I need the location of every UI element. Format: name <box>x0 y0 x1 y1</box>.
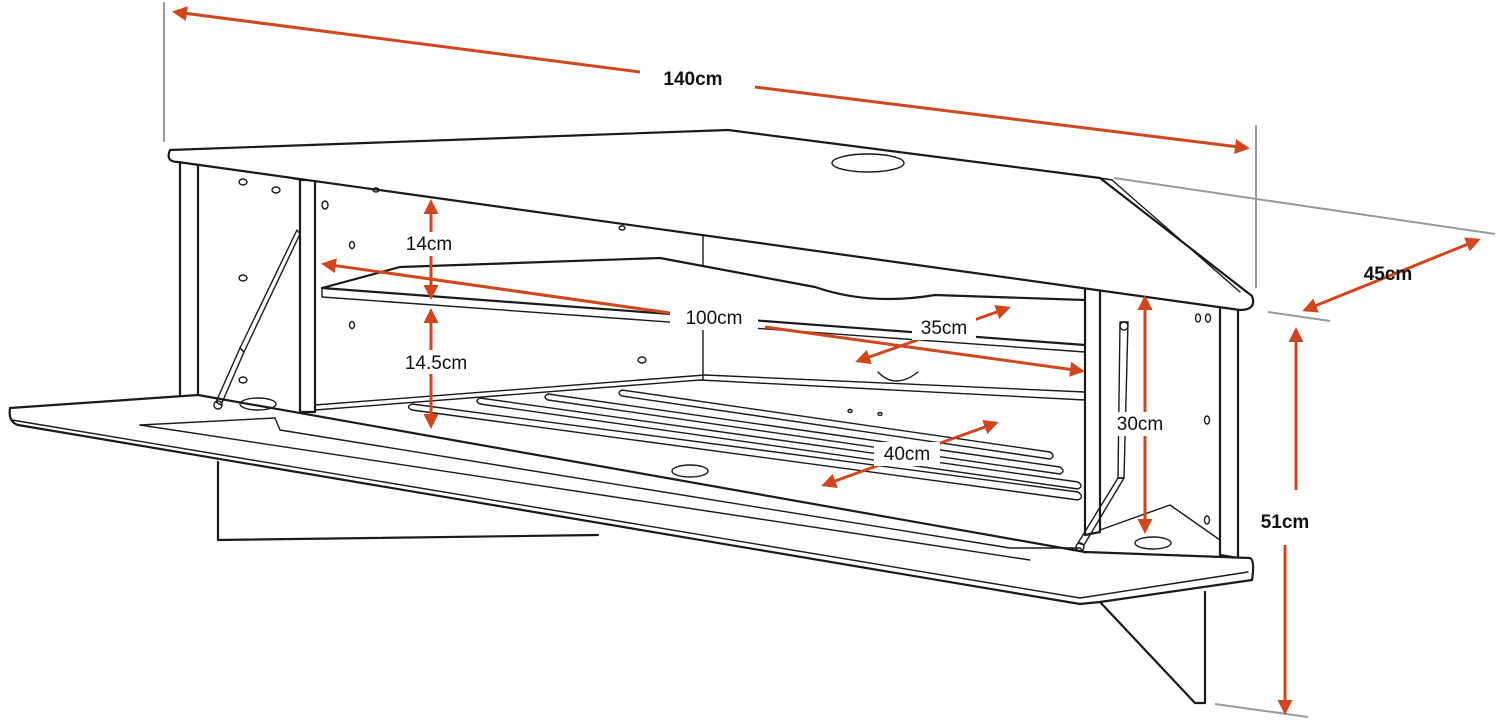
door-inner-recess-2 <box>139 424 1031 561</box>
door-inner-recess <box>139 417 1086 554</box>
dim-140cm-arrow-right <box>754 85 1250 154</box>
label-base-depth: 40cm <box>884 444 930 465</box>
door-grommet-left <box>239 397 277 411</box>
label-depth: 45cm <box>1364 264 1413 285</box>
dimension-arrows <box>172 6 1481 715</box>
door-grommet-middle <box>671 464 709 478</box>
right-inner-panel <box>1083 283 1102 537</box>
vent-slots <box>407 389 1083 501</box>
dimension-labels: 140cm 45cm 51cm 100cm 14cm 14.5cm 35cm 4… <box>395 69 1412 533</box>
door-grommet-right <box>1134 536 1172 550</box>
extension-lines <box>163 2 1496 718</box>
label-overall-height: 51cm <box>1261 512 1310 533</box>
door-edge-1 <box>11 419 1249 599</box>
shelf-cutout-back <box>877 371 919 382</box>
dim-100cm-arrow-left <box>321 258 671 315</box>
back-panel-bottom-right <box>704 374 1086 393</box>
dim-140cm-arrow-left <box>172 6 641 74</box>
right-gas-strut <box>1075 321 1129 552</box>
left-wall-bracket <box>216 460 600 542</box>
label-upper-gap: 14cm <box>406 234 452 255</box>
cabinet-drawing <box>8 128 1255 705</box>
top-front-edge <box>177 161 1241 311</box>
label-overall-width: 140cm <box>663 69 722 90</box>
right-wall-bracket <box>1098 590 1207 705</box>
left-gas-strut <box>213 229 301 410</box>
left-inner-panel <box>298 178 317 414</box>
label-shelf-width: 100cm <box>685 308 742 329</box>
label-lower-gap: 14.5cm <box>405 353 467 374</box>
screw-holes <box>238 178 1212 525</box>
label-inner-height: 30cm <box>1117 414 1163 435</box>
right-side-panel <box>1218 303 1240 560</box>
middle-shelf-front <box>321 287 1086 353</box>
dim-45cm-arrow <box>1302 237 1481 313</box>
top-cable-hole <box>831 153 905 173</box>
top-right-bevel <box>1099 177 1241 293</box>
left-side-panel <box>178 158 200 400</box>
label-shelf-depth: 35cm <box>921 318 967 339</box>
back-panel-bottom-left <box>314 374 706 406</box>
right-panel-joint <box>1099 504 1221 541</box>
